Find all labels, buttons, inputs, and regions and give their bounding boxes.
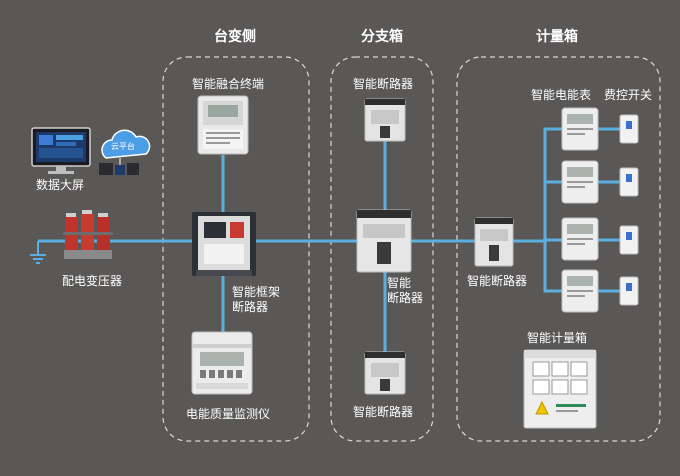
label-frame-breaker-line2: 断路器 bbox=[232, 300, 269, 314]
cloud-icon bbox=[99, 129, 151, 175]
smart-meter-icon bbox=[561, 269, 599, 313]
branch-bottom-breaker-icon bbox=[364, 351, 406, 395]
label-branch-bottom-breaker: 智能断路器 bbox=[353, 405, 414, 419]
section-title-branch: 分支箱 bbox=[361, 29, 403, 45]
fusion-terminal-icon bbox=[197, 95, 249, 155]
label-quality-monitor: 电能质量监测仪 bbox=[186, 407, 271, 421]
label-branch-mid-breaker-line1: 智能 bbox=[387, 276, 412, 290]
transformer-icon bbox=[63, 210, 113, 259]
smart-meter-icon bbox=[561, 217, 599, 261]
quality-monitor-icon bbox=[191, 331, 253, 395]
platform-side-frame bbox=[162, 56, 310, 442]
label-branch-top-breaker: 智能断路器 bbox=[353, 77, 414, 91]
label-control-switch: 费控开关 bbox=[604, 88, 653, 102]
label-smart-meter: 智能电能表 bbox=[531, 88, 592, 102]
branch-box-frame bbox=[330, 56, 434, 442]
metering-box-frame bbox=[456, 56, 661, 442]
section-title-metering: 计量箱 bbox=[536, 29, 578, 45]
control-switch-icon bbox=[619, 114, 639, 144]
metering-cabinet-icon bbox=[523, 349, 597, 429]
branch-top-breaker-icon bbox=[364, 98, 406, 142]
label-frame-breaker-line1: 智能框架 bbox=[232, 285, 281, 299]
frame-breaker-icon bbox=[192, 212, 256, 276]
control-switch-icon bbox=[619, 167, 639, 197]
label-data-screen: 数据大屏 bbox=[36, 178, 85, 192]
label-meter-breaker: 智能断路器 bbox=[467, 274, 528, 288]
label-fusion-terminal: 智能融合终端 bbox=[192, 77, 265, 91]
branch-main-breaker-icon bbox=[356, 209, 412, 273]
ground-icon bbox=[30, 241, 46, 264]
label-transformer: 配电变压器 bbox=[62, 274, 123, 288]
meter-inlet-breaker-icon bbox=[474, 217, 514, 267]
label-branch-mid-breaker-line2: 断路器 bbox=[387, 291, 424, 305]
cloud-label: 云平台 bbox=[111, 142, 135, 151]
label-metering-cabinet: 智能计量箱 bbox=[527, 331, 588, 345]
smart-meter-icon bbox=[561, 160, 599, 204]
smart-meter-icon bbox=[561, 107, 599, 151]
section-title-platform: 台变侧 bbox=[214, 29, 256, 45]
control-switch-icon bbox=[619, 225, 639, 255]
monitor-icon bbox=[31, 127, 91, 174]
control-switch-icon bbox=[619, 276, 639, 306]
connection-lines bbox=[38, 127, 620, 352]
